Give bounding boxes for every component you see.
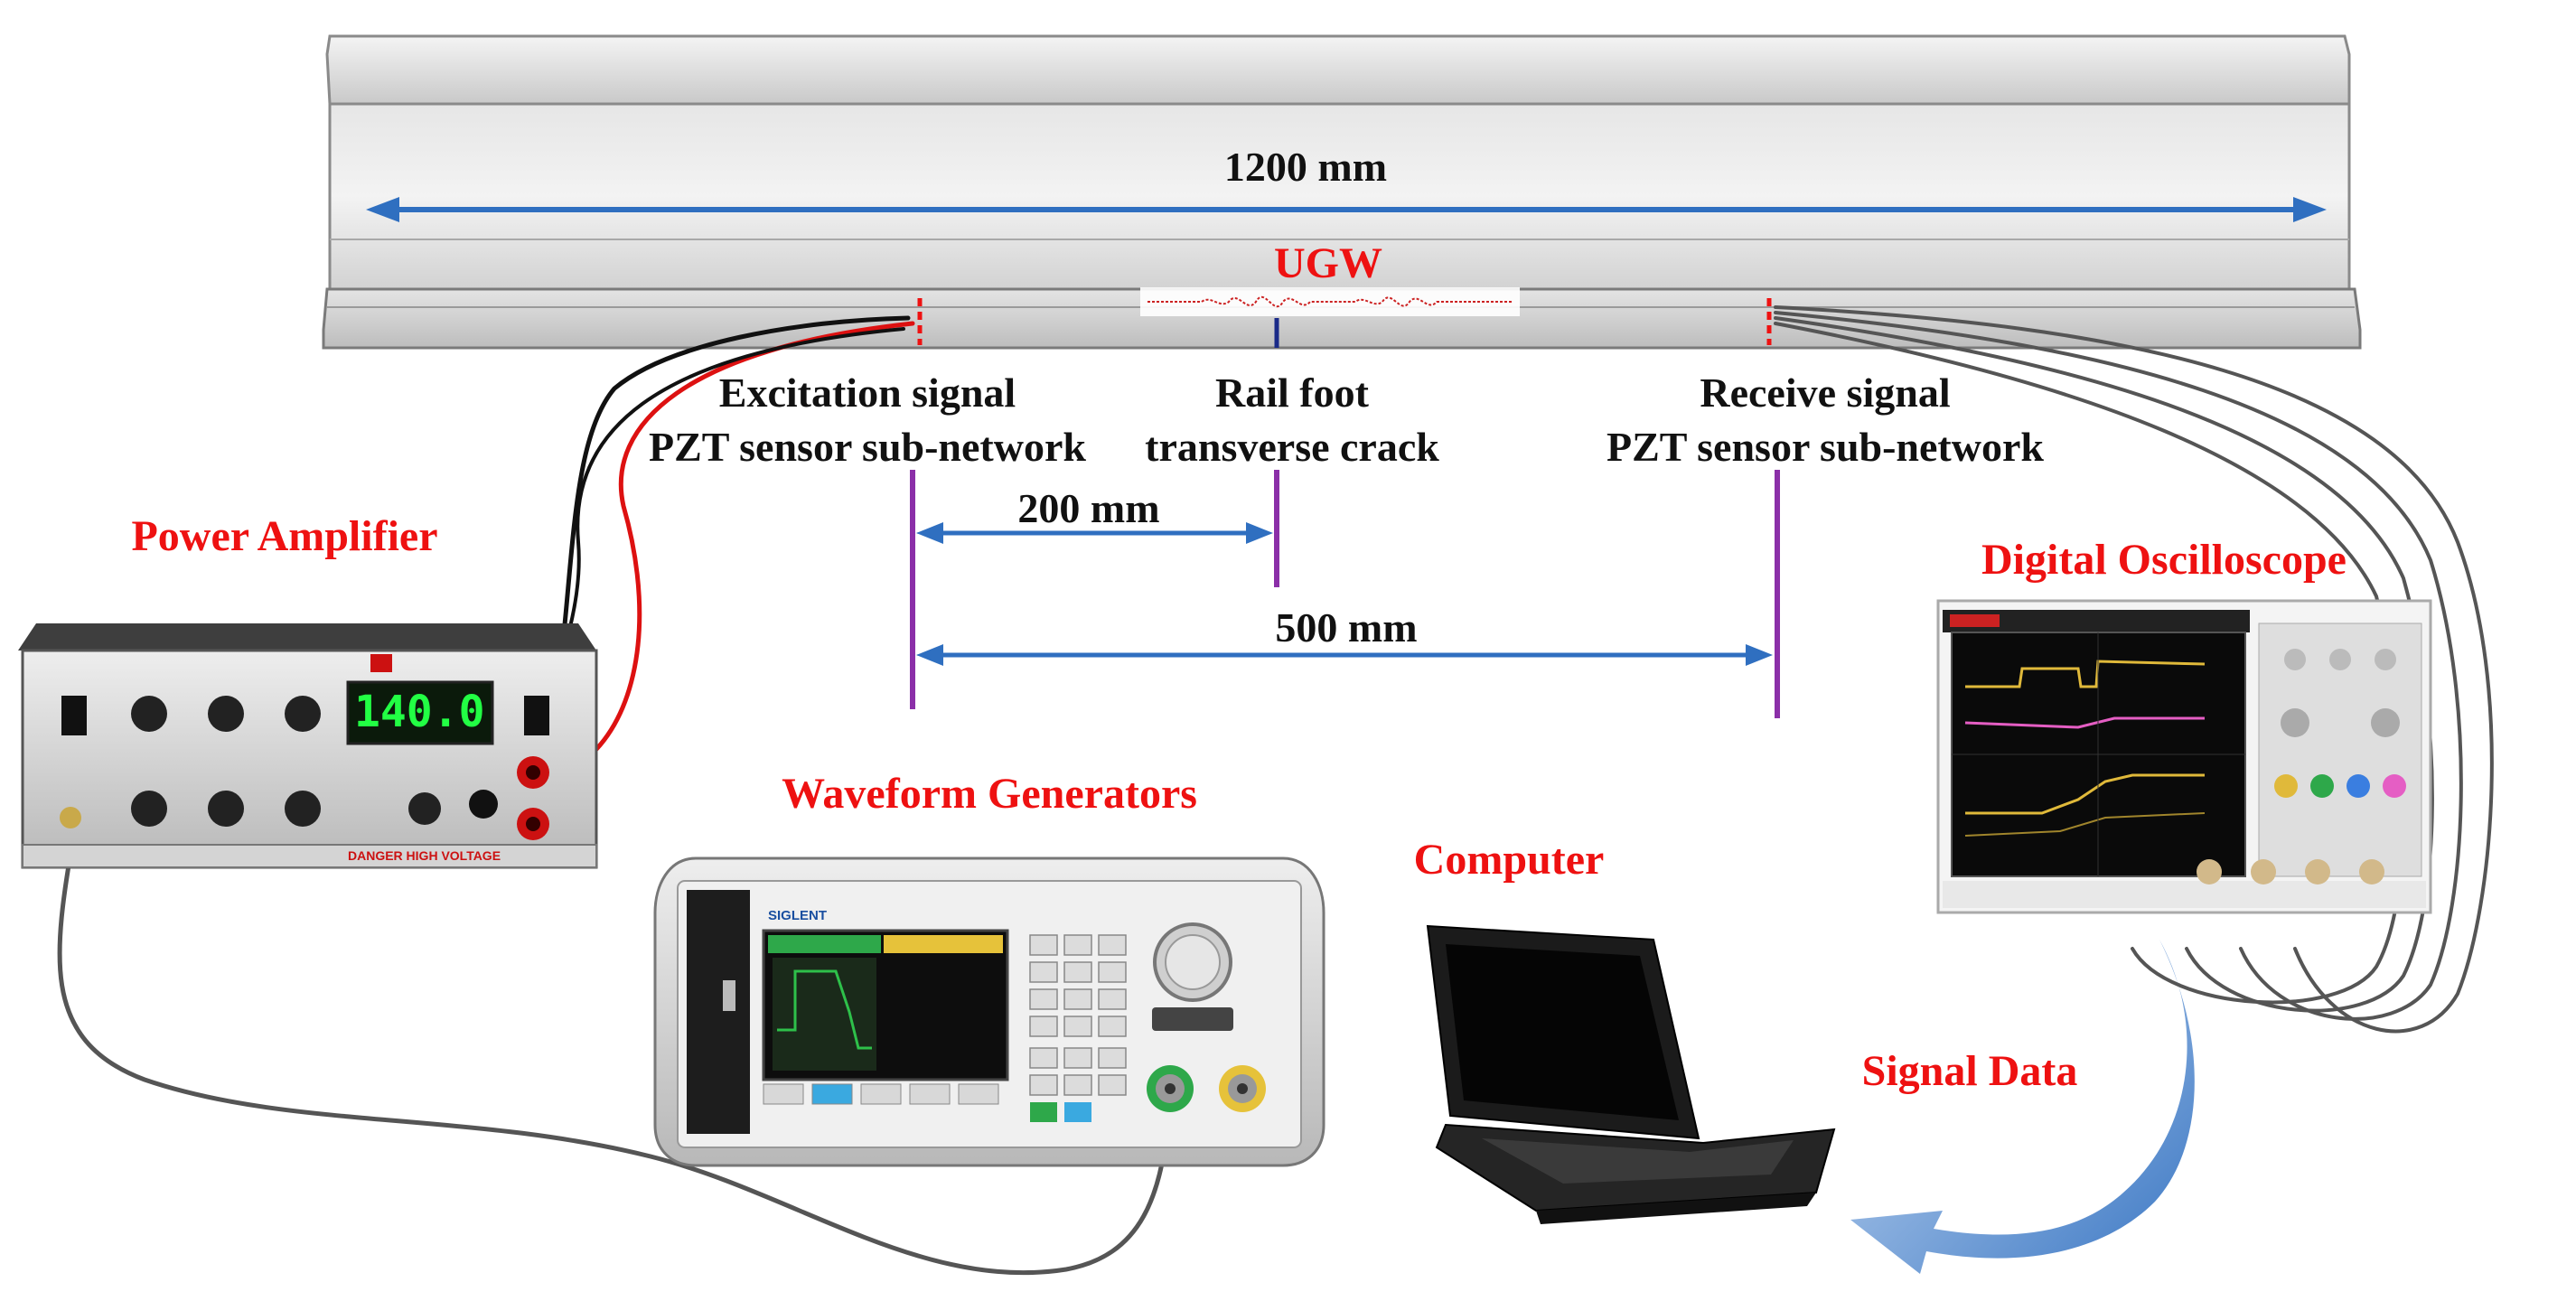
receive-label: Receive signal PZT sensor sub-network bbox=[1606, 370, 2044, 470]
dist-500-arrow bbox=[916, 644, 1773, 666]
power-amplifier-label: Power Amplifier bbox=[131, 512, 438, 560]
power-amplifier bbox=[18, 623, 598, 869]
rail-length-arrow bbox=[366, 197, 2327, 222]
dist-200-arrow bbox=[916, 522, 1273, 544]
crack-label: Rail foot transverse crack bbox=[1145, 370, 1439, 470]
waveform-generator bbox=[653, 856, 1325, 1167]
signal-data-label: Signal Data bbox=[1861, 1047, 2078, 1095]
generator-brand-text: SIGLENT bbox=[768, 908, 828, 923]
computer-label: Computer bbox=[1413, 836, 1605, 884]
waveform-generators-label: Waveform Generators bbox=[782, 770, 1197, 818]
digital-oscilloscope-label: Digital Oscilloscope bbox=[1981, 536, 2347, 584]
rail-web bbox=[328, 102, 2351, 291]
digital-oscilloscope bbox=[1936, 599, 2432, 914]
rail-length-label: 1200 mm bbox=[1223, 144, 1388, 190]
excitation-label: Excitation signal PZT sensor sub-network bbox=[649, 370, 1086, 470]
laptop bbox=[1426, 924, 1836, 1224]
ugw-wave bbox=[1140, 287, 1520, 316]
dist-200-label: 200 mm bbox=[1017, 485, 1160, 531]
amplifier-warning-text: DANGER HIGH VOLTAGE bbox=[348, 848, 501, 863]
ugw-label: UGW bbox=[1274, 239, 1382, 287]
signal-data-arrow bbox=[1850, 940, 2195, 1274]
amplifier-display-readout: 140.0 bbox=[354, 687, 485, 737]
dist-500-label: 500 mm bbox=[1275, 604, 1418, 650]
rail-head bbox=[325, 34, 2351, 106]
